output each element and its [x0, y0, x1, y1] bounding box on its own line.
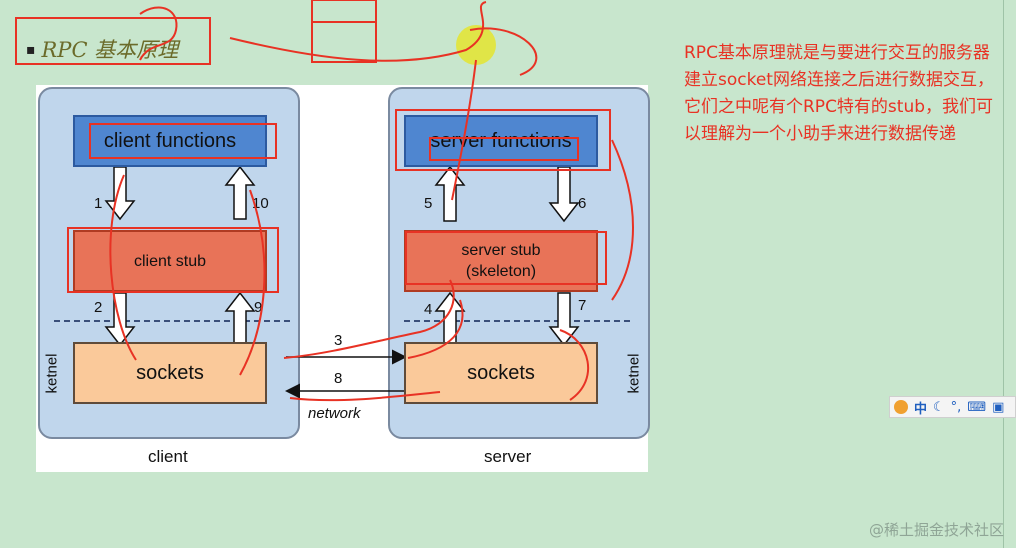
punctuation-icon[interactable]: °,: [950, 399, 962, 415]
bullet-icon: ▪: [26, 42, 36, 58]
slide-title: ▪ RPC 基本原理: [26, 34, 178, 64]
step-1: 1: [94, 195, 103, 212]
ime-lang-toggle[interactable]: 中: [914, 401, 928, 417]
server-stub-box: server stub (skeleton): [404, 230, 598, 292]
server-stub-line2: (skeleton): [465, 263, 537, 280]
step-3: 3: [334, 332, 343, 349]
diagram-lines: [54, 165, 632, 399]
step-4: 4: [424, 301, 433, 318]
client-sockets-box: sockets: [73, 342, 267, 404]
step-9: 9: [254, 299, 263, 316]
client-caption: client: [148, 447, 188, 466]
server-caption: server: [484, 447, 532, 466]
step-6: 6: [578, 195, 587, 212]
moon-icon[interactable]: ☾: [933, 399, 945, 415]
step-2: 2: [94, 299, 103, 316]
slide-title-text: RPC 基本原理: [41, 38, 179, 62]
server-functions-box: server functions: [404, 115, 598, 167]
network-label: network: [308, 405, 361, 422]
slide-edge: [1003, 0, 1004, 548]
shirt-icon[interactable]: ▣: [992, 399, 1005, 415]
step-5: 5: [424, 195, 433, 212]
keyboard-icon[interactable]: ⌨: [967, 399, 987, 415]
step-7: 7: [578, 297, 587, 314]
step-8: 8: [334, 370, 343, 387]
server-sockets-box: sockets: [404, 342, 598, 404]
ime-logo-icon[interactable]: [894, 400, 908, 414]
server-stub-line1: server stub: [461, 242, 541, 259]
ime-toolbar[interactable]: 中 ☾ °, ⌨ ▣: [889, 396, 1016, 418]
watermark: @稀土掘金技术社区: [868, 521, 1004, 539]
annotation-note: RPC基本原理就是与要进行交互的服务器建立socket网络连接之后进行数据交互，…: [684, 43, 994, 144]
